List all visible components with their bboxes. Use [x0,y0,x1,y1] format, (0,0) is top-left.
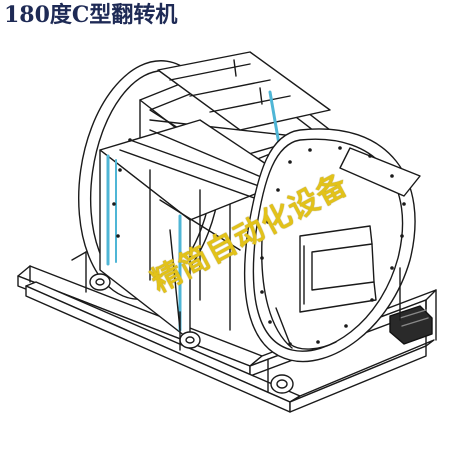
roller-front [270,374,294,394]
c-bracket [299,225,377,313]
roller-left [89,273,111,291]
diagram-title: 180度C型翻转机 [4,2,178,28]
supports [71,251,401,393]
ring-bolts [112,138,406,346]
roller-center [179,331,201,349]
top-rails [157,51,331,152]
base-frame [17,265,437,413]
